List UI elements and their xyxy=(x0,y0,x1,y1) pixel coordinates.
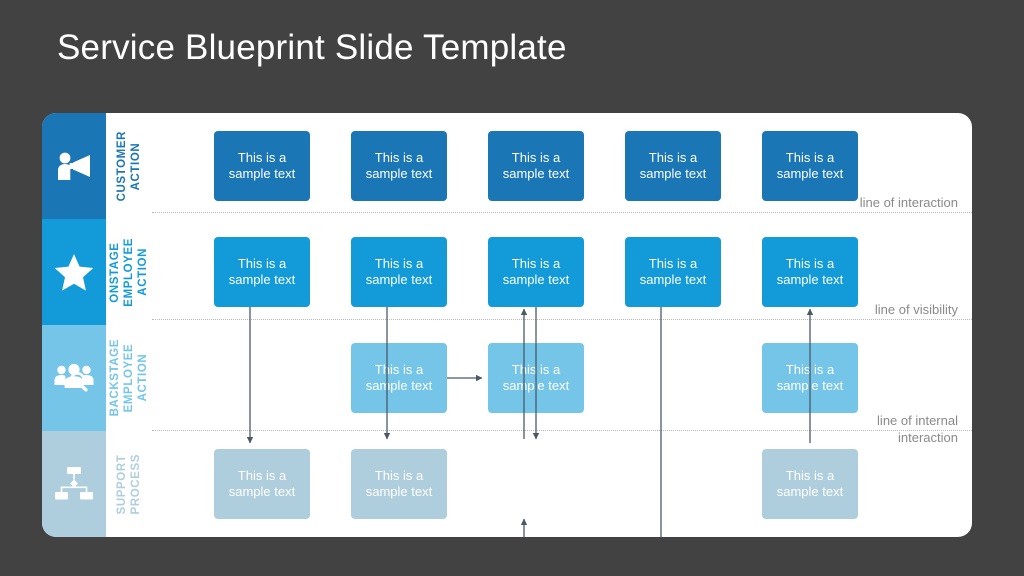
box-customer-action-1[interactable]: This is a sample text xyxy=(214,131,310,201)
row-support-process: SUPPORT PROCESS This is a sample text Th… xyxy=(42,431,972,537)
box-support-process-1[interactable]: This is a sample text xyxy=(214,449,310,519)
divider-line-of-visibility xyxy=(152,319,972,320)
row-backstage-employee-action: BACKSTAGE EMPLOYEE ACTION This is a samp… xyxy=(42,325,972,431)
divider-line-of-interaction xyxy=(152,212,972,213)
row-onstage-employee-action: ONSTAGE EMPLOYEE ACTION This is a sample… xyxy=(42,219,972,325)
people-search-icon xyxy=(53,361,95,395)
row-label-customer-action: CUSTOMER ACTION xyxy=(106,113,152,219)
box-onstage-employee-action-4[interactable]: This is a sample text xyxy=(625,237,721,307)
service-blueprint-card: CUSTOMER ACTION This is a sample text Th… xyxy=(42,113,972,537)
row-icon-panel-support-process xyxy=(42,431,106,537)
box-onstage-employee-action-3[interactable]: This is a sample text xyxy=(488,237,584,307)
label-line-of-interaction: line of interaction xyxy=(859,195,958,210)
row-label-support-process: SUPPORT PROCESS xyxy=(106,431,152,537)
divider-line-of-internal-interaction xyxy=(152,430,972,431)
box-backstage-employee-action-2[interactable]: This is a sample text xyxy=(351,343,447,413)
star-icon xyxy=(54,253,94,291)
box-backstage-employee-action-5[interactable]: This is a sample text xyxy=(762,343,858,413)
box-support-process-2[interactable]: This is a sample text xyxy=(351,449,447,519)
page-title: Service Blueprint Slide Template xyxy=(57,28,567,67)
megaphone-icon xyxy=(54,148,94,184)
label-line-of-visibility: line of visibility xyxy=(874,302,958,317)
box-customer-action-3[interactable]: This is a sample text xyxy=(488,131,584,201)
row-label-text: BACKSTAGE EMPLOYEE ACTION xyxy=(109,339,149,417)
box-customer-action-2[interactable]: This is a sample text xyxy=(351,131,447,201)
row-label-text: CUSTOMER ACTION xyxy=(116,130,142,202)
box-onstage-employee-action-2[interactable]: This is a sample text xyxy=(351,237,447,307)
row-label-text: SUPPORT PROCESS xyxy=(116,453,142,515)
box-customer-action-4[interactable]: This is a sample text xyxy=(625,131,721,201)
row-icon-panel-backstage-employee-action xyxy=(42,325,106,431)
row-label-onstage-employee-action: ONSTAGE EMPLOYEE ACTION xyxy=(106,219,152,325)
row-label-text: ONSTAGE EMPLOYEE ACTION xyxy=(109,237,149,307)
row-icon-panel-customer-action xyxy=(42,113,106,219)
row-label-backstage-employee-action: BACKSTAGE EMPLOYEE ACTION xyxy=(106,325,152,431)
box-onstage-employee-action-1[interactable]: This is a sample text xyxy=(214,237,310,307)
box-support-process-5[interactable]: This is a sample text xyxy=(762,449,858,519)
row-icon-panel-onstage-employee-action xyxy=(42,219,106,325)
box-customer-action-5[interactable]: This is a sample text xyxy=(762,131,858,201)
row-customer-action: CUSTOMER ACTION This is a sample text Th… xyxy=(42,113,972,219)
box-backstage-employee-action-3[interactable]: This is a sample text xyxy=(488,343,584,413)
label-line-of-internal-interaction: line of internal interaction xyxy=(877,413,958,445)
hierarchy-icon xyxy=(54,466,94,502)
box-onstage-employee-action-5[interactable]: This is a sample text xyxy=(762,237,858,307)
